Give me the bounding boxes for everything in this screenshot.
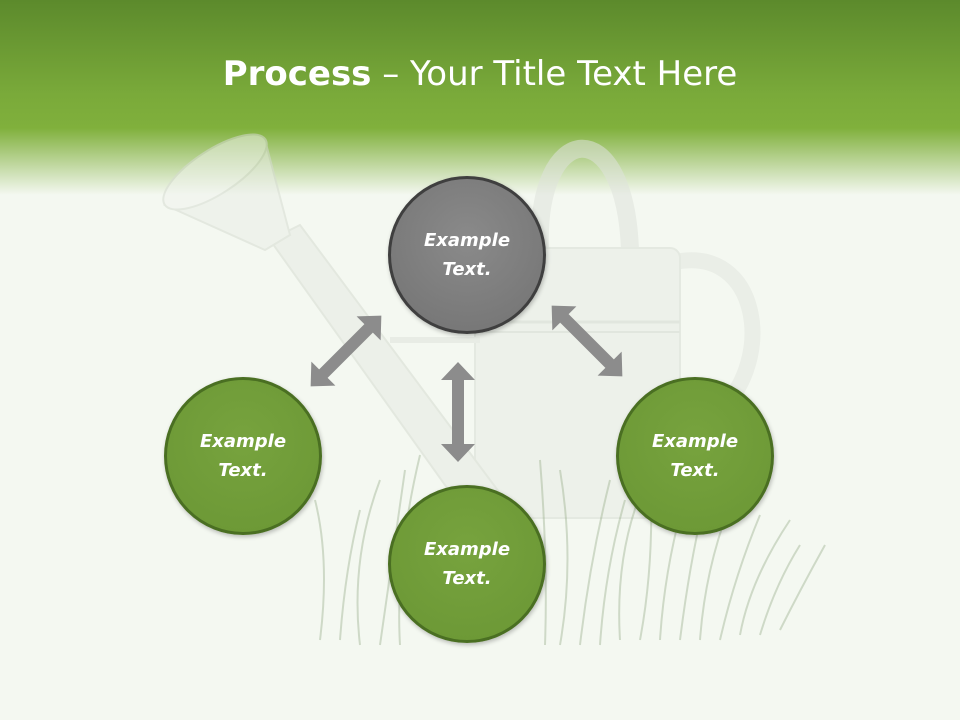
node-bottom-label: Example Text. xyxy=(423,539,511,589)
process-node-right: Example Text. xyxy=(616,377,774,535)
node-right-label: Example Text. xyxy=(651,431,739,481)
title-banner xyxy=(0,0,960,195)
title-rest: – Your Title Text Here xyxy=(371,54,738,94)
node-left-label: Example Text. xyxy=(199,431,287,481)
node-top-label: Example Text. xyxy=(423,230,511,280)
process-node-left: Example Text. xyxy=(164,377,322,535)
title-bold: Process xyxy=(222,54,372,94)
slide-title: Process – Your Title Text Here xyxy=(0,50,960,98)
process-node-top: Example Text. xyxy=(388,176,546,334)
process-node-bottom: Example Text. xyxy=(388,485,546,643)
